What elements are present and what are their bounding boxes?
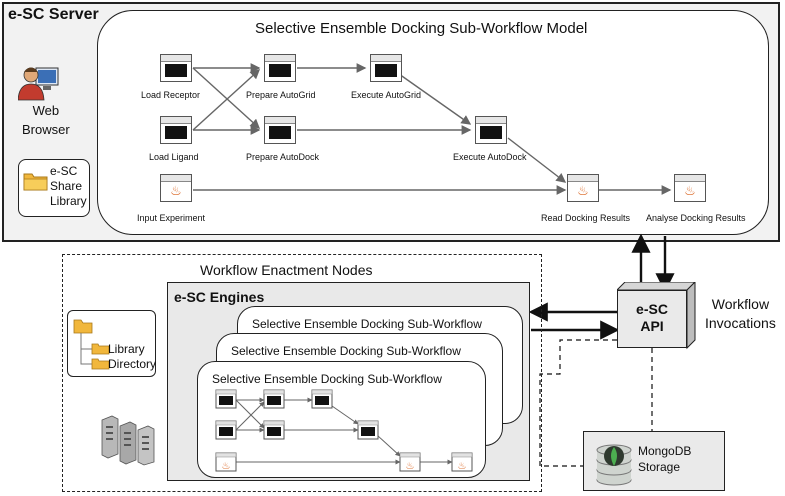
prepare-autodock-node[interactable]	[264, 116, 296, 144]
svg-text:♨: ♨	[458, 461, 467, 472]
share-library-line1: e-SC	[50, 164, 78, 178]
mini-node-icon	[263, 420, 285, 440]
server-rack-icon	[101, 415, 155, 466]
sub-workflow-model-title: Selective Ensemble Docking Sub-Workflow …	[255, 20, 588, 37]
esc-api-line2: API	[640, 318, 664, 334]
sub-workflow-card-front[interactable]	[197, 361, 486, 478]
terminal-window-icon	[165, 64, 187, 77]
library-directory-line2: Directory	[108, 357, 157, 371]
mini-node-icon	[215, 389, 237, 409]
share-library-box[interactable]	[18, 159, 90, 217]
terminal-window-icon	[269, 126, 291, 139]
library-directory-label: Library Directory	[108, 342, 156, 372]
mini-java-node-icon: ♨	[399, 452, 421, 472]
mini-node-icon	[311, 389, 333, 409]
mini-node-icon	[215, 420, 237, 440]
input-experiment-label: Input Experiment	[137, 213, 206, 223]
web-browser-line1: Web	[32, 103, 60, 118]
engines-title: e-SC Engines	[174, 289, 265, 305]
java-cup-icon: ♨	[170, 183, 182, 198]
svg-text:♨: ♨	[406, 461, 415, 472]
library-directory-line1: Library	[108, 342, 145, 356]
folder-icon	[23, 173, 48, 191]
execute-autogrid-label: Execute AutoGrid	[351, 90, 422, 100]
mongodb-storage-label: MongoDB Storage	[638, 443, 691, 475]
user-computer-icon	[18, 67, 59, 101]
sub-workflow-card-back-title: Selective Ensemble Docking Sub-Workflow	[252, 317, 482, 331]
java-cup-icon: ♨	[684, 183, 696, 198]
folder-icon	[73, 319, 110, 370]
execute-autogrid-node[interactable]	[370, 54, 402, 82]
share-library-line3: Library	[50, 194, 87, 208]
web-browser-label: Web Browser	[22, 101, 70, 139]
analyse-docking-results-node[interactable]: ♨	[674, 174, 706, 202]
java-cup-icon: ♨	[577, 183, 589, 198]
mini-java-nodes: ♨ ♨ ♨	[215, 452, 473, 472]
mini-java-node-icon: ♨	[451, 452, 473, 472]
share-library-line2: Share	[50, 179, 83, 193]
sub-workflow-card-middle-title: Selective Ensemble Docking Sub-Workflow	[231, 344, 461, 358]
mongodb-storage-line2: Storage	[638, 460, 681, 474]
analyse-docking-results-label: Analyse Docking Results	[646, 213, 746, 223]
terminal-window-icon	[165, 126, 187, 139]
execute-autodock-label: Execute AutoDock	[453, 152, 527, 162]
load-receptor-node[interactable]	[160, 54, 192, 82]
web-browser-line2: Browser	[22, 122, 70, 137]
execute-autodock-node[interactable]	[475, 116, 507, 144]
read-docking-results-node[interactable]: ♨	[567, 174, 599, 202]
mini-node-icon	[263, 389, 285, 409]
enactment-nodes-title: Workflow Enactment Nodes	[200, 262, 373, 278]
sub-workflow-model-panel	[97, 10, 769, 235]
mongodb-database-icon	[596, 444, 632, 486]
mongodb-storage-line1: MongoDB	[638, 444, 692, 458]
prepare-autogrid-label: Prepare AutoGrid	[246, 90, 316, 100]
share-library-label: e-SC Share Library	[50, 164, 87, 209]
terminal-window-icon	[269, 64, 291, 77]
load-ligand-node[interactable]	[160, 116, 192, 144]
read-docking-results-label: Read Docking Results	[541, 213, 631, 223]
load-receptor-label: Load Receptor	[141, 90, 201, 100]
workflow-invocations-line2: Invocations	[705, 315, 776, 331]
esc-api-3d-edge	[617, 282, 696, 350]
mini-node-icon	[357, 420, 379, 440]
prepare-autodock-label: Prepare AutoDock	[246, 152, 320, 162]
workflow-invocations-line1: Workflow	[711, 296, 770, 312]
load-ligand-label: Load Ligand	[149, 152, 199, 162]
mini-workflow-diagram: ♨ ♨ ♨	[215, 389, 473, 472]
input-experiment-node[interactable]: ♨	[160, 174, 192, 202]
esc-server-title: e-SC Server	[8, 6, 99, 23]
enactment-nodes-frame	[62, 254, 542, 492]
mini-java-node-icon: ♨	[215, 452, 237, 472]
sub-workflow-card-front-title: Selective Ensemble Docking Sub-Workflow	[212, 372, 442, 386]
terminal-window-icon	[375, 64, 397, 77]
prepare-autogrid-node[interactable]	[264, 54, 296, 82]
svg-text:♨: ♨	[222, 461, 231, 472]
mini-terminal-nodes	[215, 389, 379, 440]
esc-api-line1: e-SC	[636, 301, 668, 317]
esc-api-label: e-SC API	[617, 301, 687, 335]
terminal-window-icon	[480, 126, 502, 139]
workflow-invocations-label: Workflow Invocations	[705, 295, 776, 333]
